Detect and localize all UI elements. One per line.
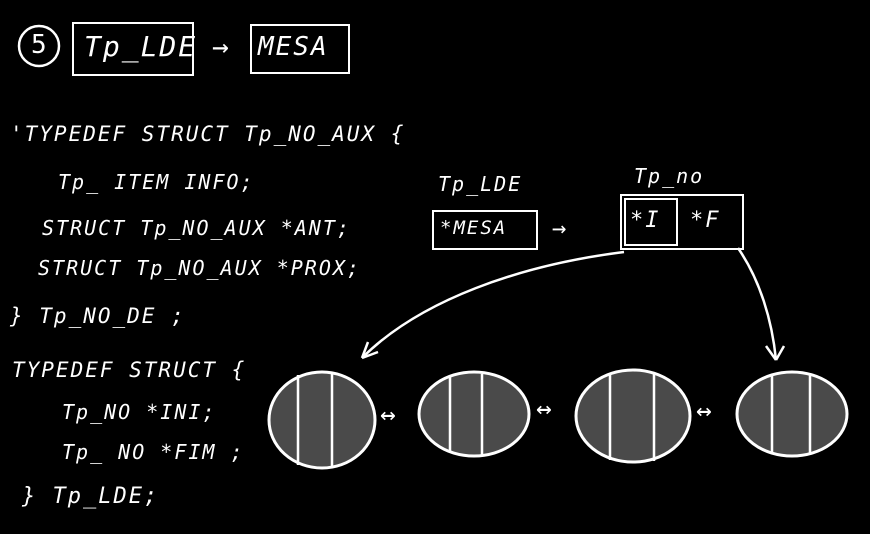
no-box <box>620 194 744 250</box>
mesa-cell-label: *MESA <box>440 217 508 239</box>
list-node-2 <box>417 370 531 458</box>
code-line-1: 'TYPEDEF STRUCT Tp_NO_AUX { <box>10 122 406 146</box>
mesa-cell-box <box>432 210 538 250</box>
code-line-5: } Tp_NO_DE ; <box>10 304 186 328</box>
fim-pointer-arrowhead <box>764 345 786 361</box>
code-line-6: TYPEDEF STRUCT { <box>12 358 247 382</box>
list-node-3 <box>574 368 692 464</box>
ini-pointer-arrowhead <box>360 341 379 360</box>
to-type-box <box>250 24 350 74</box>
from-type-box <box>72 22 194 76</box>
link-3-4: ↔ <box>696 396 714 426</box>
step-marker: 5 <box>31 30 49 60</box>
ini-pointer-arrow <box>361 250 625 359</box>
header-arrow: → <box>212 30 231 63</box>
lde-to-no-arrow: → <box>552 214 569 242</box>
code-line-2: Tp_ ITEM INFO; <box>58 170 255 194</box>
code-line-7: Tp_NO *INI; <box>62 400 217 424</box>
ini-cell-box <box>624 198 678 246</box>
to-type-label: MESA <box>258 32 329 62</box>
fim-pointer-arrow <box>736 247 778 361</box>
lde-label: Tp_LDE <box>438 172 523 196</box>
link-1-2: ↔ <box>380 400 398 430</box>
list-node-1 <box>267 370 377 470</box>
list-node-4 <box>735 370 849 458</box>
code-line-9: } Tp_LDE; <box>22 484 160 509</box>
step-circle <box>17 24 61 68</box>
code-line-8: Tp_ NO *FIM ; <box>62 440 245 464</box>
ini-cell-label: *I <box>630 208 661 233</box>
no-label: Tp_no <box>634 164 705 188</box>
from-type-label: Tp_LDE <box>84 30 198 63</box>
fim-cell-label: *F <box>690 208 721 233</box>
link-2-3: ↔ <box>536 394 554 424</box>
code-line-3: STRUCT Tp_NO_AUX *ANT; <box>42 216 351 240</box>
code-line-4: STRUCT Tp_NO_AUX *PROX; <box>38 256 361 280</box>
